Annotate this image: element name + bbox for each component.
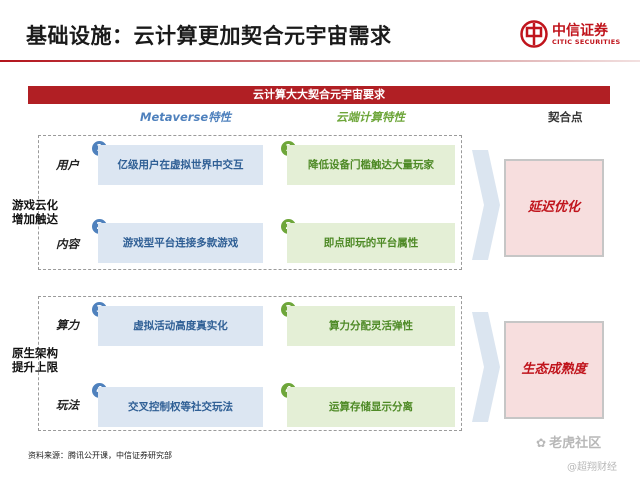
group-box-1 bbox=[38, 135, 462, 270]
cloud-cell-compute: 算力分配灵活弹性 bbox=[287, 306, 455, 346]
paw-icon: ✿ bbox=[536, 436, 547, 450]
title-divider bbox=[0, 60, 640, 62]
row-label-users: 用户 bbox=[56, 158, 79, 172]
logo-text-en: CITIC SECURITIES bbox=[552, 38, 621, 46]
fit-box-ecosystem: 生态成熟度 bbox=[504, 321, 604, 419]
row-label-gameplay: 玩法 bbox=[56, 398, 79, 412]
meta-cell-compute: 虚拟活动高度真实化 bbox=[98, 306, 263, 346]
fit-box-latency: 延迟优化 bbox=[504, 159, 604, 257]
column-heading-metaverse: Metaverse特性 bbox=[140, 110, 232, 124]
group-label-1-text: 游戏云化增加触达 bbox=[12, 198, 58, 226]
cloud-cell-users: 降低设备门槛触达大量玩家 bbox=[287, 145, 455, 185]
column-heading-fit: 契合点 bbox=[548, 110, 583, 124]
row-label-content: 内容 bbox=[56, 237, 79, 251]
chevron-right-icon bbox=[472, 312, 500, 422]
group-box-2 bbox=[38, 296, 462, 431]
citic-logo-icon bbox=[520, 20, 548, 48]
watermark-brand-text: 老虎社区 bbox=[549, 436, 602, 451]
watermark-handle: @超翔财经 bbox=[567, 462, 617, 473]
row-label-compute: 算力 bbox=[56, 318, 79, 332]
meta-cell-content: 游戏型平台连接多款游戏 bbox=[98, 223, 263, 263]
source-note: 资料来源：腾讯公开课，中信证券研究部 bbox=[28, 451, 172, 460]
watermark-brand: ✿老虎社区 bbox=[536, 432, 601, 451]
citic-logo: 中信证券 CITIC SECURITIES bbox=[520, 18, 632, 52]
group-label-2: 原生架构提升上限 bbox=[12, 346, 68, 374]
column-heading-cloud: 云端计算特性 bbox=[336, 110, 405, 124]
cloud-cell-gameplay: 运算存储显示分离 bbox=[287, 387, 455, 427]
cloud-cell-content: 即点即玩的平台属性 bbox=[287, 223, 455, 263]
page-title: 基础设施：云计算更加契合元宇宙需求 bbox=[26, 24, 392, 48]
logo-text-cn: 中信证券 bbox=[552, 23, 608, 39]
meta-cell-gameplay: 交叉控制权等社交玩法 bbox=[98, 387, 263, 427]
chevron-right-icon bbox=[472, 150, 500, 260]
meta-cell-users: 亿级用户在虚拟世界中交互 bbox=[98, 145, 263, 185]
summary-banner: 云计算大大契合元宇宙要求 bbox=[28, 86, 610, 104]
group-label-2-text: 原生架构提升上限 bbox=[12, 346, 58, 374]
group-label-1: 游戏云化增加触达 bbox=[12, 198, 68, 226]
